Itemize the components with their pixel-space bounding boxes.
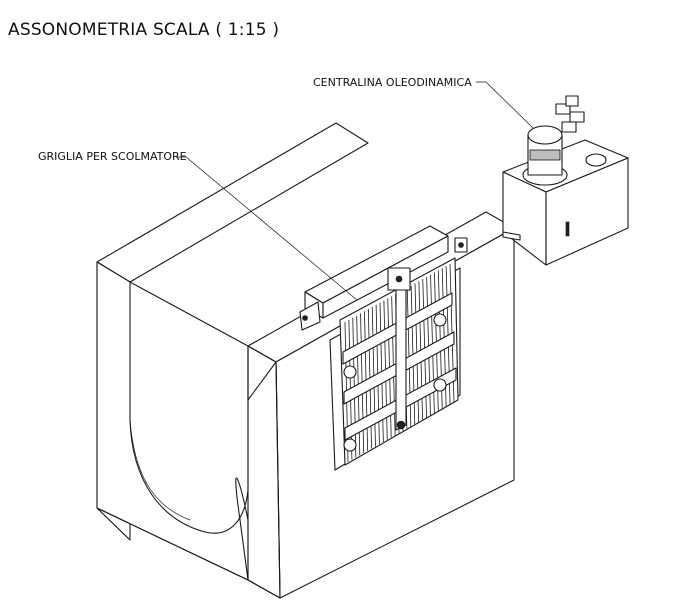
front-face [96,261,281,599]
hydraulic-cylinder [395,269,407,431]
tank-side [545,157,629,266]
grid-label: GRIGLIA PER SCOLMATORE [38,150,187,163]
leader-lines [176,81,534,301]
drawing-title: ASSONOMETRIA SCALA ( 1:15 ) [8,20,280,40]
valve-block [555,103,571,115]
grid-leader [176,156,358,301]
unit-leader [476,81,534,129]
channel-curve [129,282,249,534]
left-wall-top [96,122,369,283]
hydraulic-power-unit [502,95,629,266]
filler-cap [585,153,607,167]
hydraulic-unit-label: CENTRALINA OLEODINAMICA [313,76,472,89]
